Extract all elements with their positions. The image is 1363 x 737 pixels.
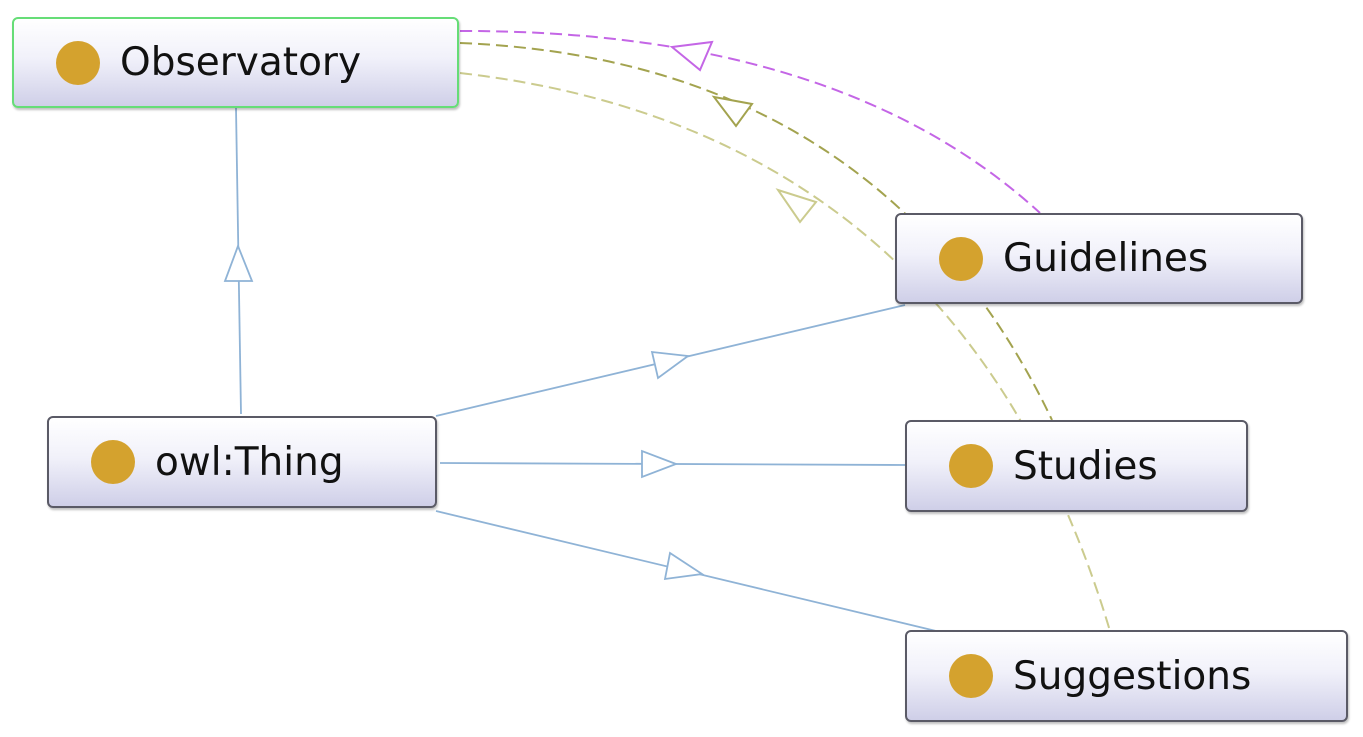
node-label: Suggestions	[1013, 653, 1252, 699]
node-label: owl:Thing	[155, 439, 344, 485]
node-label: Observatory	[120, 40, 362, 85]
edge-guidelines-to-observatory-dashed	[459, 29, 1041, 214]
edge-studies-to-observatory-dashed	[459, 42, 1053, 421]
class-dot-icon	[56, 40, 100, 85]
node-owl-thing[interactable]: owl:Thing	[47, 416, 437, 508]
edge-studies-to-owl-thing	[439, 449, 907, 479]
node-studies[interactable]: Studies	[905, 420, 1248, 512]
node-guidelines[interactable]: Guidelines	[895, 213, 1303, 304]
edge-suggestions-to-owl-thing	[435, 510, 937, 632]
edge-suggestions-to-observatory-dashed	[459, 72, 1111, 632]
class-dot-icon	[949, 654, 993, 698]
edge-owl-thing-to-observatory	[223, 107, 254, 415]
class-dot-icon	[91, 440, 135, 484]
node-label: Studies	[1013, 443, 1158, 489]
class-dot-icon	[949, 444, 993, 488]
edge-guidelines-to-owl-thing	[435, 304, 906, 417]
node-suggestions[interactable]: Suggestions	[905, 630, 1348, 722]
node-label: Guidelines	[1003, 236, 1209, 281]
class-dot-icon	[939, 236, 983, 281]
node-observatory[interactable]: Observatory	[12, 17, 459, 108]
